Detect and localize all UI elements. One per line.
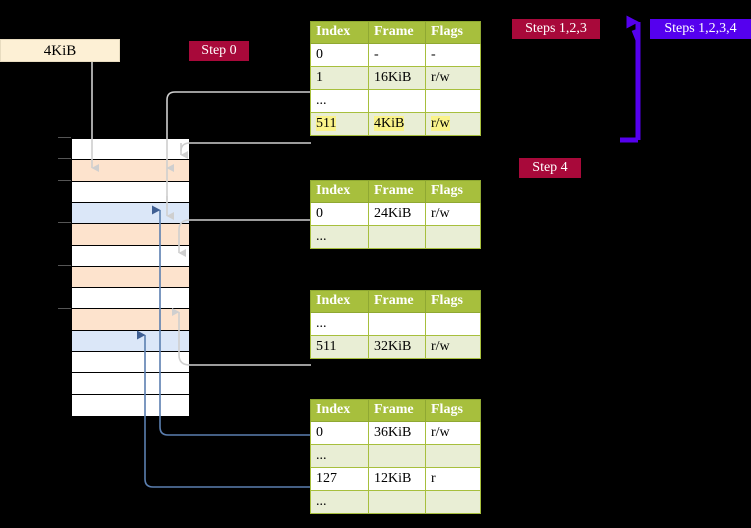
cell-index: 0 [310,202,369,226]
memory-frame-row [72,245,189,267]
cell-index: 511 [310,112,369,136]
col-header-frame: Frame [368,21,426,44]
memory-tick [58,265,71,266]
cell-flags: r/w [425,66,481,90]
badge-steps-1234: Steps 1,2,3,4 [650,19,751,39]
cell-flags: - [425,43,481,67]
cell-flags: r/w [425,112,481,136]
col-header-frame: Frame [368,290,426,313]
cell-frame: 4KiB [368,112,426,136]
memory-frame-row [72,202,189,225]
cell-frame: 36KiB [368,421,426,445]
col-header-flags: Flags [425,180,481,203]
table-row: ... [310,312,481,336]
cell-index: 1 [310,66,369,90]
badge-step-4: Step 4 [519,158,581,178]
memory-frame-row [72,160,189,182]
memory-frame-row [72,181,189,203]
size-label-box: 4KiB [0,39,120,62]
cell-frame: 24KiB [368,202,426,226]
table-row: ... [310,444,481,468]
col-header-index: Index [310,399,369,422]
table-row: ... [310,89,481,113]
table-row: 511 32KiB r/w [310,335,481,359]
cell-index: ... [310,490,369,514]
cell-flags: r/w [425,421,481,445]
size-label-text: 4KiB [43,43,77,59]
cell-index: ... [310,444,369,468]
memory-tick [58,158,71,159]
page-table-pd: Index Frame Flags ... 511 32KiB r/w [310,290,481,359]
memory-tick [58,308,71,309]
memory-frame-row [72,288,189,310]
page-table-pt: Index Frame Flags 0 36KiB r/w ... 127 12… [310,399,481,514]
memory-frame-row [72,139,189,161]
cell-flags [425,225,481,249]
cell-frame [368,444,426,468]
memory-frame-row [72,330,189,353]
cell-frame [368,490,426,514]
cell-index: 511 [310,335,369,359]
cell-frame [368,312,426,336]
cell-flags [425,312,481,336]
cell-frame: 32KiB [368,335,426,359]
page-table-pdp: Index Frame Flags 0 24KiB r/w ... [310,180,481,249]
cell-flags: r [425,467,481,491]
table-header-row: Index Frame Flags [310,399,481,422]
table-row: ... [310,490,481,514]
table-row: 0 36KiB r/w [310,421,481,445]
badge-step-0-text: Step 0 [201,43,237,58]
table-row: 127 12KiB r [310,467,481,491]
purple-bracket-stem [631,29,641,140]
cell-flags [425,89,481,113]
col-header-flags: Flags [425,21,481,44]
cell-frame: 16KiB [368,66,426,90]
memory-tick [58,180,71,181]
table-row: ... [310,225,481,249]
cell-flags: r/w [425,335,481,359]
cell-index: ... [310,225,369,249]
physical-memory-column [71,137,190,416]
cell-frame [368,225,426,249]
table-row: 1 16KiB r/w [310,66,481,90]
badge-step-4-text: Step 4 [532,160,568,175]
cell-index: 0 [310,421,369,445]
col-header-index: Index [310,180,369,203]
col-header-frame: Frame [368,180,426,203]
table-row: 0 - - [310,43,481,67]
memory-frame-row [72,373,189,395]
col-header-index: Index [310,21,369,44]
cell-flags [425,490,481,514]
table-header-row: Index Frame Flags [310,290,481,313]
page-table-pml4: Index Frame Flags 0 - - 1 16KiB r/w ... [310,21,481,136]
memory-frame-row [72,394,189,416]
memory-frame-row [72,224,189,246]
memory-frame-row [72,266,189,289]
memory-tick [58,137,71,138]
table-row: 0 24KiB r/w [310,202,481,226]
cell-frame [368,89,426,113]
memory-frame-row [72,352,189,374]
col-header-flags: Flags [425,290,481,313]
badge-step-0: Step 0 [189,41,249,61]
memory-tick [58,222,71,223]
cell-flags [425,444,481,468]
badge-steps-1234-text: Steps 1,2,3,4 [664,21,737,36]
cell-frame: - [368,43,426,67]
cell-index: ... [310,89,369,113]
badge-steps-123-text: Steps 1,2,3 [525,21,587,36]
memory-frame-row [72,309,189,331]
cell-frame: 12KiB [368,467,426,491]
cell-index: 127 [310,467,369,491]
badge-steps-123: Steps 1,2,3 [512,19,600,39]
table-header-row: Index Frame Flags [310,21,481,44]
table-header-row: Index Frame Flags [310,180,481,203]
col-header-frame: Frame [368,399,426,422]
cell-index: 0 [310,43,369,67]
col-header-flags: Flags [425,399,481,422]
col-header-index: Index [310,290,369,313]
cell-flags: r/w [425,202,481,226]
table-row: 511 4KiB r/w [310,112,481,136]
cell-index: ... [310,312,369,336]
